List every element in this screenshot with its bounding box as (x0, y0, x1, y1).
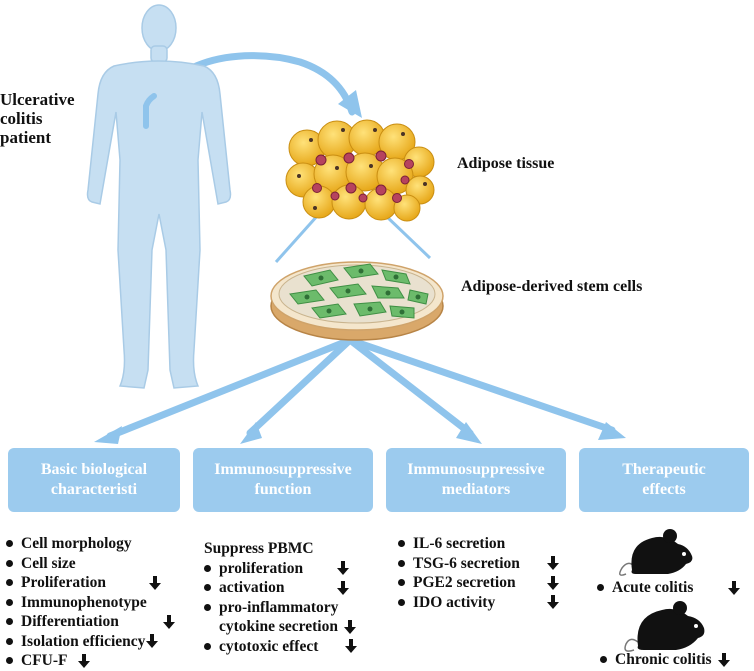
down-arrow-icon (345, 639, 357, 654)
list-item: Differentiation (6, 612, 175, 632)
down-arrow-icon (343, 619, 356, 634)
list-immunosuppressive-mediators: IL-6 secretion TSG-6 secretion PGE2 secr… (398, 534, 559, 612)
list-item: cytokine secretion (204, 617, 357, 637)
list-item: IDO activity (398, 593, 559, 613)
list-immunosuppressive-function: Suppress PBMC proliferation activation p… (204, 539, 357, 656)
list-item: Immunophenotype (6, 593, 175, 613)
adipose-tissue-label: Adipose tissue (457, 155, 555, 172)
list-basic-characteristics: Cell morphology Cell size Proliferation … (6, 534, 175, 671)
list-item-chronic: Chronic colitis (600, 650, 730, 670)
list-item: Isolation efficiency (6, 632, 175, 652)
patient-label: Ulcerative colitis patient (0, 90, 75, 147)
adipose-cells-icon (285, 119, 435, 222)
petri-dish-icon (270, 261, 444, 341)
list-item: activation (204, 578, 357, 598)
down-arrow-icon (77, 653, 90, 668)
down-arrow-icon (547, 595, 559, 610)
curved-arrow-head (338, 90, 362, 118)
down-arrow-icon (337, 580, 349, 595)
down-arrow-icon (728, 580, 740, 595)
adsc-label: Adipose-derived stem cells (461, 278, 643, 295)
human-body-icon (86, 4, 232, 389)
list-item: CFU-F (6, 651, 175, 671)
list-item: proliferation (204, 559, 357, 579)
list-item: Cell size (6, 554, 175, 574)
down-arrow-icon (547, 575, 559, 590)
list-item: cytotoxic effect (204, 637, 357, 657)
down-arrow-icon (547, 556, 559, 571)
down-arrow-icon (163, 614, 175, 629)
down-arrow-icon (146, 634, 159, 649)
mouse-icon (619, 529, 693, 576)
list-heading: Suppress PBMC (204, 540, 314, 557)
list-item: Cell morphology (6, 534, 175, 554)
mouse-icon (624, 601, 705, 652)
list-item-acute: Acute colitis (597, 578, 740, 598)
down-arrow-icon (337, 561, 349, 576)
list-item: PGE2 secretion (398, 573, 559, 593)
list-item: IL-6 secretion (398, 534, 559, 554)
down-arrow-icon (717, 652, 730, 667)
list-item: Proliferation (6, 573, 175, 593)
list-item: TSG-6 secretion (398, 554, 559, 574)
list-item: pro-inflammatory (204, 598, 357, 618)
down-arrow-icon (149, 575, 161, 590)
